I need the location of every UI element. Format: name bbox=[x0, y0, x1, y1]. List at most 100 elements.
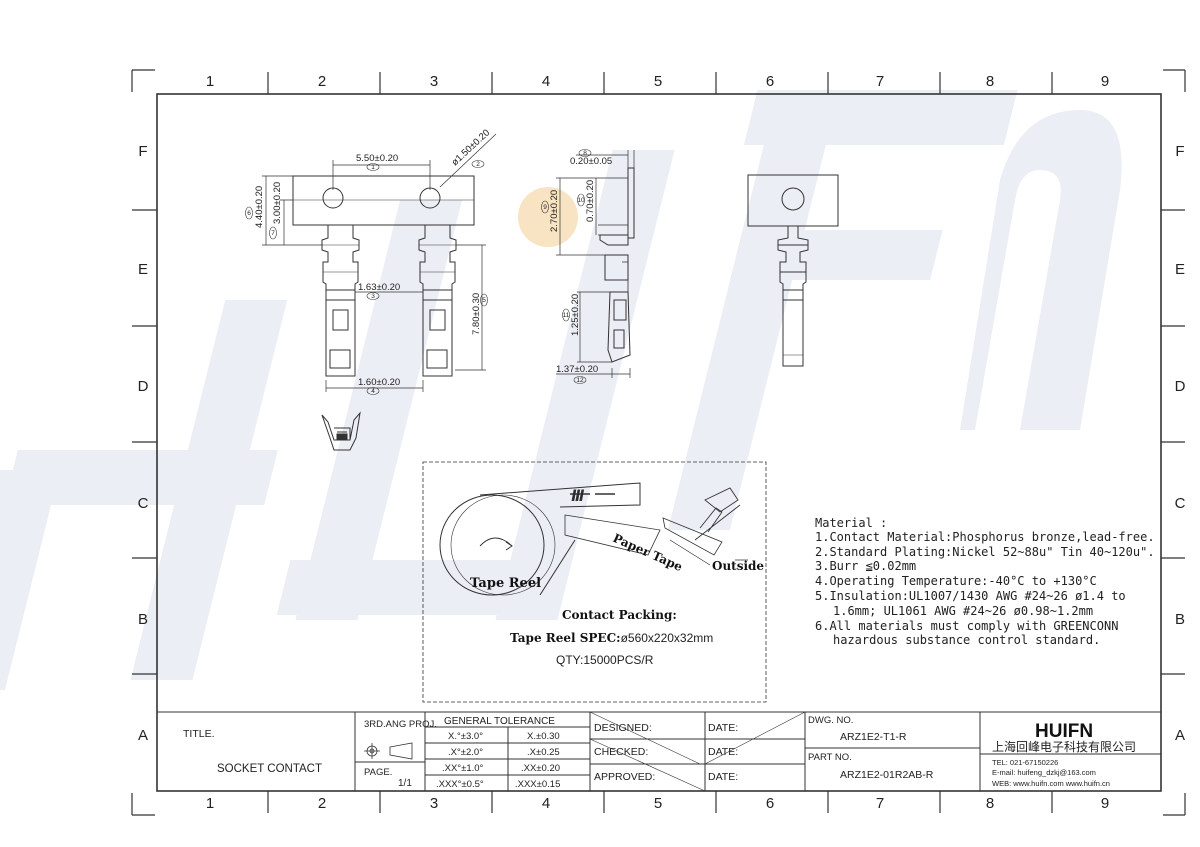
dim-label: 7.80±0.30 bbox=[471, 293, 482, 335]
dim-label: 4.40±0.20 bbox=[254, 186, 265, 228]
balloon-marker: 9 bbox=[541, 200, 549, 214]
balloon-marker: 3 bbox=[366, 292, 380, 300]
title-block-text: TITLE. SOCKET CONTACT 3RD.ANG PROJ. PAGE… bbox=[183, 715, 1136, 790]
date-label: DATE: bbox=[708, 722, 738, 734]
page-value: 1/1 bbox=[398, 778, 412, 789]
sheet-frame bbox=[131, 69, 1186, 816]
note-line: 4.Operating Temperature:-40°C to +130°C bbox=[815, 574, 1097, 588]
tape-reel-drawing: /// bbox=[439, 482, 748, 596]
note-line: 5.Insulation:UL1007/1430 AWG #24~26 ø1.4… bbox=[815, 589, 1126, 603]
paper-tape-label: Paper Tape bbox=[611, 531, 685, 574]
material-notes: Material : 1.Contact Material:Phosphorus… bbox=[815, 516, 1155, 647]
tolerance-cell: .XX°±1.0° bbox=[442, 763, 484, 774]
col-label: 1 bbox=[206, 795, 214, 812]
dim-label: 2.70±0.20 bbox=[549, 190, 560, 232]
row-label: B bbox=[1175, 611, 1185, 628]
col-label: 2 bbox=[318, 795, 326, 812]
company-logo: HUIFN bbox=[1035, 721, 1093, 742]
balloon-marker: 4 bbox=[366, 387, 380, 395]
approved-label: APPROVED: bbox=[594, 771, 655, 783]
column-labels-top: 1 2 3 4 5 6 7 8 9 bbox=[206, 73, 1109, 90]
svg-text:6: 6 bbox=[247, 210, 251, 217]
dim-label: 3.00±0.20 bbox=[272, 182, 283, 224]
row-label: E bbox=[138, 261, 148, 278]
page-label: PAGE. bbox=[364, 767, 392, 778]
row-label: A bbox=[138, 727, 148, 744]
svg-text:///: /// bbox=[572, 487, 584, 503]
col-label: 8 bbox=[986, 795, 994, 812]
balloon-marker: 10 bbox=[577, 193, 585, 207]
rear-view-drawing bbox=[747, 174, 839, 367]
note-line: 1.6mm; UL1061 AWG #24~26 ø0.98~1.2mm bbox=[833, 604, 1093, 618]
dim-label: 5.50±0.20 bbox=[356, 153, 398, 164]
notes-heading: Material : bbox=[815, 516, 887, 530]
row-labels-left: F E D C B A bbox=[138, 143, 149, 744]
balloon-marker: 2 bbox=[471, 160, 485, 168]
tolerance-header: GENERAL TOLERANCE bbox=[444, 716, 555, 727]
note-line: 3.Burr ≦0.02mm bbox=[815, 559, 916, 573]
svg-text:8: 8 bbox=[583, 150, 587, 157]
date-label: DATE: bbox=[708, 746, 738, 758]
col-label: 4 bbox=[542, 795, 550, 812]
note-line: 1.Contact Material:Phosphorus bronze,lea… bbox=[815, 530, 1155, 544]
svg-text:12: 12 bbox=[576, 377, 584, 384]
dwg-no-label: DWG. NO. bbox=[808, 715, 853, 726]
dim-label: 1.37±0.20 bbox=[556, 364, 598, 375]
dim-label: 0.20±0.05 bbox=[570, 156, 612, 167]
checked-label: CHECKED: bbox=[594, 746, 648, 758]
row-labels-right: F E D C B A bbox=[1175, 143, 1186, 744]
side-view-dimensions: 0.20±0.05 2.70±0.20 0.70±0.20 1.25±0.20 … bbox=[549, 156, 612, 375]
dwg-no-value: ARZ1E2-T1-R bbox=[840, 731, 907, 743]
title-block bbox=[157, 711, 1161, 792]
svg-text:9: 9 bbox=[543, 204, 547, 211]
svg-text:1: 1 bbox=[371, 164, 375, 171]
row-label: B bbox=[138, 611, 148, 628]
contact-packing-title: Contact Packing: bbox=[562, 608, 677, 622]
row-label: D bbox=[138, 378, 149, 395]
outside-label: Outside bbox=[712, 559, 764, 573]
col-label: 3 bbox=[430, 795, 438, 812]
title-label: TITLE. bbox=[183, 728, 215, 740]
front-view-drawing bbox=[262, 133, 497, 392]
side-view-drawing bbox=[556, 150, 635, 378]
tape-reel-label: Tape Reel bbox=[470, 576, 541, 591]
company-tel: TEL: 021-67150226 bbox=[992, 758, 1058, 767]
balloon-marker: 1 bbox=[366, 163, 380, 171]
balloon-marker: 12 bbox=[573, 376, 587, 384]
row-label: C bbox=[138, 495, 149, 512]
tolerance-cell: .XX±0.20 bbox=[521, 763, 560, 774]
svg-text:10: 10 bbox=[577, 197, 585, 204]
row-label: F bbox=[1175, 143, 1184, 160]
company-web: WEB: www.huifn.com www.huifn.cn bbox=[992, 779, 1110, 788]
tape-reel-spec: Tape Reel SPEC:ø560x220x32mm bbox=[510, 631, 713, 645]
dim-label: 1.63±0.20 bbox=[358, 282, 400, 293]
column-labels-bottom: 1 2 3 4 5 6 7 8 9 bbox=[206, 795, 1109, 812]
projection-symbol-icon bbox=[364, 742, 413, 760]
col-label: 6 bbox=[766, 73, 774, 90]
col-label: 2 bbox=[318, 73, 326, 90]
row-label: F bbox=[138, 143, 147, 160]
balloon-marker: 7 bbox=[269, 226, 277, 240]
dim-label: ø1.50±0.20 bbox=[450, 127, 493, 168]
row-label: C bbox=[1175, 495, 1186, 512]
note-line: 6.All materials must comply with GREENCO… bbox=[815, 619, 1118, 633]
balloon-marker: 5 bbox=[480, 293, 488, 307]
col-label: 6 bbox=[766, 795, 774, 812]
part-no-value: ARZ1E2-01R2AB-R bbox=[840, 769, 934, 781]
date-label: DATE: bbox=[708, 771, 738, 783]
highlight-spot bbox=[518, 187, 578, 247]
tolerance-cell: X.±0.30 bbox=[527, 731, 560, 742]
designed-label: DESIGNED: bbox=[594, 722, 652, 734]
tolerance-cell: .XXX±0.15 bbox=[515, 779, 560, 790]
col-label: 7 bbox=[876, 795, 884, 812]
tolerance-cell: .X°±2.0° bbox=[448, 747, 483, 758]
tolerance-cell: .X±0.25 bbox=[527, 747, 560, 758]
qty-label: QTY:15000PCS/R bbox=[556, 653, 654, 667]
svg-text:2: 2 bbox=[476, 161, 480, 168]
company-name: 上海回峰电子科技有限公司 bbox=[992, 739, 1136, 754]
row-label: A bbox=[1175, 727, 1185, 744]
row-label: D bbox=[1175, 378, 1186, 395]
company-email: E-mail: huifeng_dzkj@163.com bbox=[992, 768, 1096, 777]
svg-text:11: 11 bbox=[563, 312, 570, 319]
